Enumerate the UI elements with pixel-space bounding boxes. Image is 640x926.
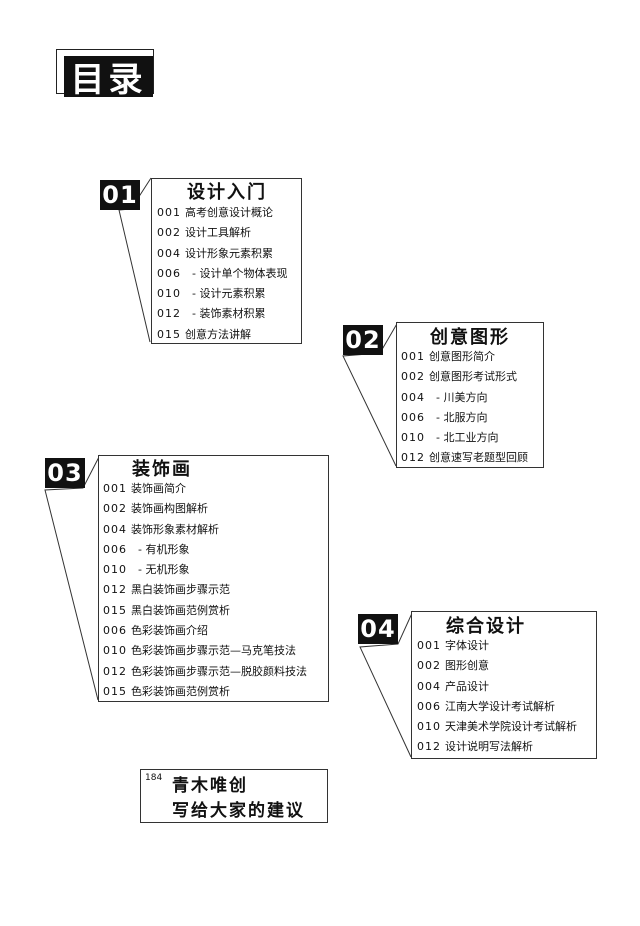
list-item[interactable]: 006 - 有机形象 bbox=[103, 542, 190, 556]
section-01-title: 设计入门 bbox=[187, 182, 267, 203]
section-01-number: 01 bbox=[100, 180, 140, 210]
list-item[interactable]: 010 - 无机形象 bbox=[103, 563, 190, 577]
page-title: 目录 bbox=[64, 56, 153, 100]
section-03-title: 装饰画 bbox=[132, 459, 192, 480]
afterword-line-1[interactable]: 青木唯创 bbox=[172, 776, 248, 796]
afterword-box bbox=[140, 769, 328, 823]
section-04-number: 04 bbox=[358, 614, 398, 644]
list-item[interactable]: 006 - 北服方向 bbox=[401, 410, 488, 424]
section-02-number: 02 bbox=[343, 325, 383, 355]
afterword-line-2[interactable]: 写给大家的建议 bbox=[172, 801, 305, 821]
section-02-box bbox=[396, 322, 544, 468]
section-04-title: 综合设计 bbox=[446, 616, 526, 637]
list-item[interactable]: 010 - 设计元素积累 bbox=[157, 287, 266, 301]
list-item[interactable]: 012 - 装饰素材积累 bbox=[157, 307, 266, 321]
list-item[interactable]: 010 - 北工业方向 bbox=[401, 431, 499, 445]
section-01-box bbox=[151, 178, 302, 344]
section-03-box bbox=[98, 455, 329, 702]
afterword-page-number: 184 bbox=[145, 773, 163, 783]
section-03-number: 03 bbox=[45, 458, 85, 488]
list-item[interactable]: 006 - 设计单个物体表现 bbox=[157, 266, 288, 280]
list-item[interactable]: 004 - 川美方向 bbox=[401, 390, 488, 404]
section-04-box bbox=[411, 611, 597, 759]
section-02-title: 创意图形 bbox=[430, 327, 510, 348]
